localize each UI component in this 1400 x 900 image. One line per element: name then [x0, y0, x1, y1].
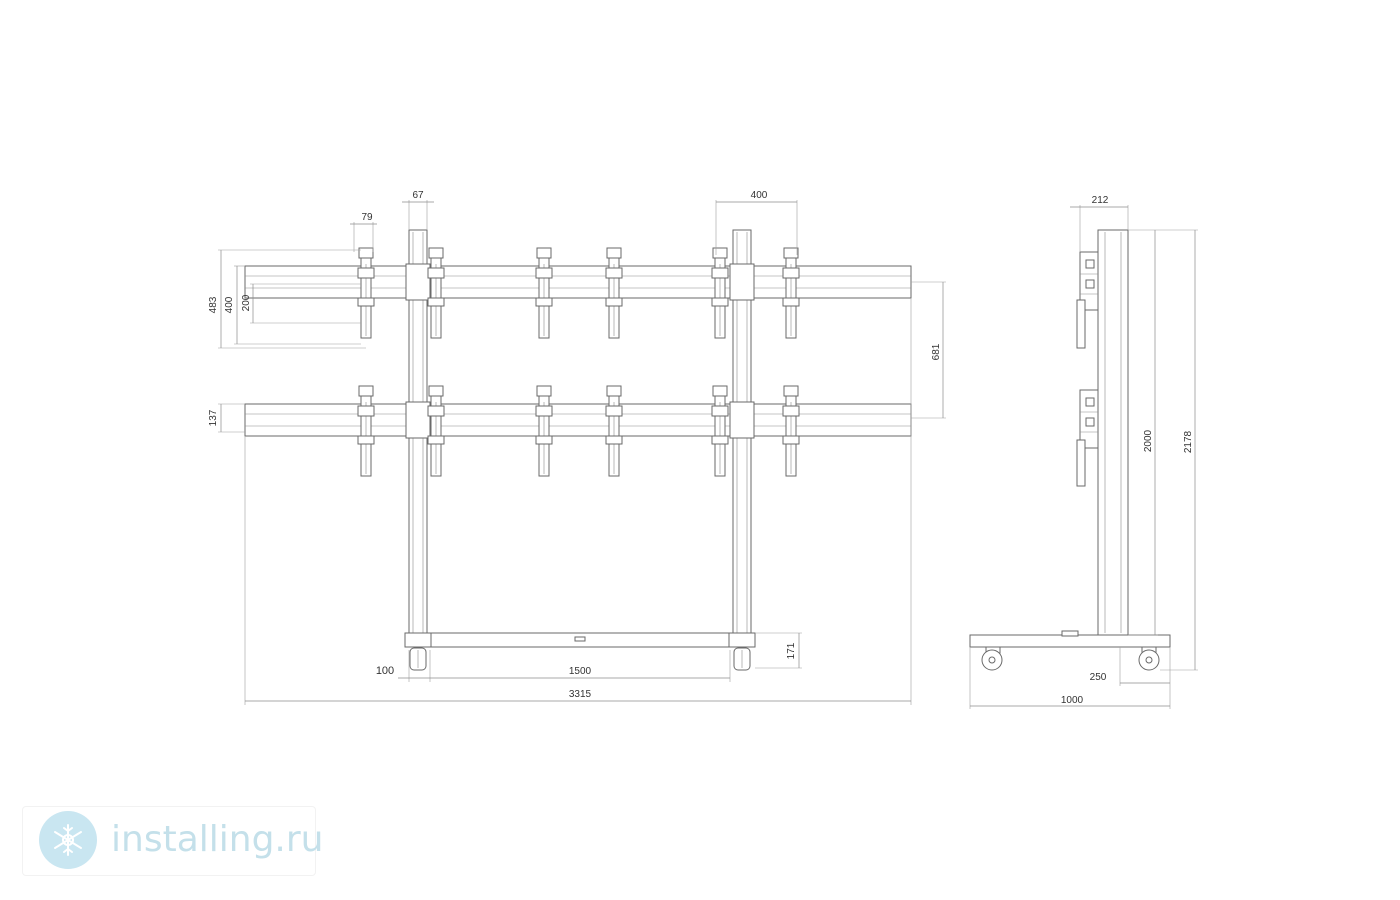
side-base [969, 634, 1171, 648]
side-bracket-top [1076, 251, 1099, 349]
dim-681: 681 [931, 343, 942, 360]
side-column [1097, 229, 1129, 636]
dim-483: 483 [208, 296, 219, 313]
bottom-rail [244, 403, 912, 437]
dim-250: 250 [1090, 672, 1107, 683]
dim-400-top: 400 [751, 190, 768, 201]
front-view: 67 79 400 483 400 200 681 137 171 100 15… [208, 190, 946, 705]
dim-2000: 2000 [1143, 429, 1154, 452]
dim-67: 67 [412, 190, 424, 201]
dim-200: 200 [241, 294, 252, 311]
dim-3315: 3315 [569, 689, 592, 700]
side-caster-left [981, 646, 1003, 671]
dim-171: 171 [786, 642, 797, 659]
dim-2178: 2178 [1183, 430, 1194, 453]
dim-1000: 1000 [1061, 695, 1084, 706]
dim-79: 79 [361, 212, 373, 223]
side-view: 212 2000 2178 250 1000 [969, 195, 1198, 709]
installing-logo: installing.ru [22, 806, 323, 876]
logo-wordmark: installing.ru [111, 819, 324, 860]
globe-snowflake-icon [39, 811, 97, 869]
top-rail [244, 265, 912, 299]
side-bracket-bottom [1076, 389, 1099, 487]
side-caster-right [1138, 646, 1160, 671]
dim-400-left: 400 [224, 296, 235, 313]
dim-100: 100 [376, 665, 394, 677]
dim-137: 137 [208, 409, 219, 426]
top-brackets [357, 247, 800, 339]
dim-212: 212 [1092, 195, 1109, 206]
bottom-brackets [357, 385, 800, 477]
dim-1500: 1500 [569, 666, 592, 677]
